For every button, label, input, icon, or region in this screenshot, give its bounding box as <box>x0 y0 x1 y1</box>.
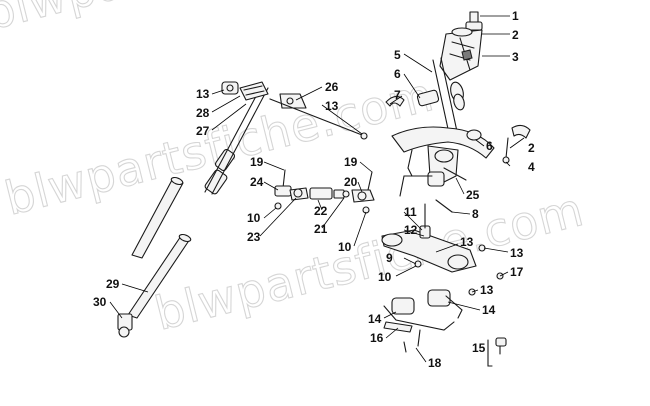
callout-26: 26 <box>325 80 339 94</box>
callout-23: 23 <box>247 230 261 244</box>
callout-14: 14 <box>482 303 496 317</box>
callout-28: 28 <box>196 106 210 120</box>
callout-14: 14 <box>368 312 382 326</box>
steering-support-bracket <box>391 126 495 197</box>
callout-13: 13 <box>510 246 524 260</box>
pin <box>435 199 453 213</box>
callout-1: 1 <box>512 9 519 23</box>
callout-2: 2 <box>512 28 519 42</box>
callout-3: 3 <box>512 50 519 64</box>
upper-shaft <box>269 98 363 136</box>
side-clip <box>502 124 531 164</box>
shaft-washer <box>360 132 368 140</box>
callout-7: 7 <box>394 88 401 102</box>
callout-13: 13 <box>325 99 339 113</box>
callout-19: 19 <box>250 155 264 169</box>
callout-11: 11 <box>404 205 417 219</box>
watermark-text: blwpartsfiche.com <box>0 67 439 226</box>
cylinder-assembly <box>383 289 507 367</box>
callout-20: 20 <box>344 175 358 189</box>
callout-13: 13 <box>196 87 210 101</box>
callout-24: 24 <box>250 175 264 189</box>
leader-lines <box>109 15 525 363</box>
callout-17: 17 <box>510 265 524 279</box>
column-upper-pivot <box>221 81 307 109</box>
watermark-layer: blwpartsfiche.com blwpartsfiche.com blwp… <box>0 0 590 341</box>
callout-25: 25 <box>466 188 480 202</box>
callout-19: 19 <box>344 155 358 169</box>
callout-5: 5 <box>394 48 401 62</box>
callout-12: 12 <box>404 223 418 237</box>
upper-clamp <box>439 11 483 81</box>
callout-10: 10 <box>338 240 352 254</box>
callout-labels: 1 2 3 5 6 7 26 13 13 28 27 2 6 4 19 19 2… <box>93 9 535 370</box>
callout-22: 22 <box>314 204 328 218</box>
callout-13: 13 <box>460 235 474 249</box>
callout-13: 13 <box>480 283 494 297</box>
lower-bracket-assembly <box>381 203 504 296</box>
callout-6: 6 <box>486 139 493 153</box>
callout-8: 8 <box>472 207 479 221</box>
callout-30: 30 <box>93 295 107 309</box>
callout-4: 4 <box>528 160 535 174</box>
tie-rod-assembly <box>274 169 375 214</box>
callout-10: 10 <box>378 270 392 284</box>
callout-18: 18 <box>428 356 442 370</box>
callout-29: 29 <box>106 277 120 291</box>
callout-15: 15 <box>472 341 486 355</box>
watermark-text: blwpartsfiche.com <box>0 0 419 41</box>
steering-column-tube <box>127 84 269 319</box>
callout-9: 9 <box>386 251 393 265</box>
steering-post <box>385 57 465 139</box>
lower-u-joint <box>117 313 133 338</box>
callout-6: 6 <box>394 67 401 81</box>
bolt <box>443 167 467 181</box>
callout-16: 16 <box>370 331 384 345</box>
callout-21: 21 <box>314 222 328 236</box>
callout-2: 2 <box>528 141 535 155</box>
callout-27: 27 <box>196 124 210 138</box>
callout-10: 10 <box>247 211 261 225</box>
